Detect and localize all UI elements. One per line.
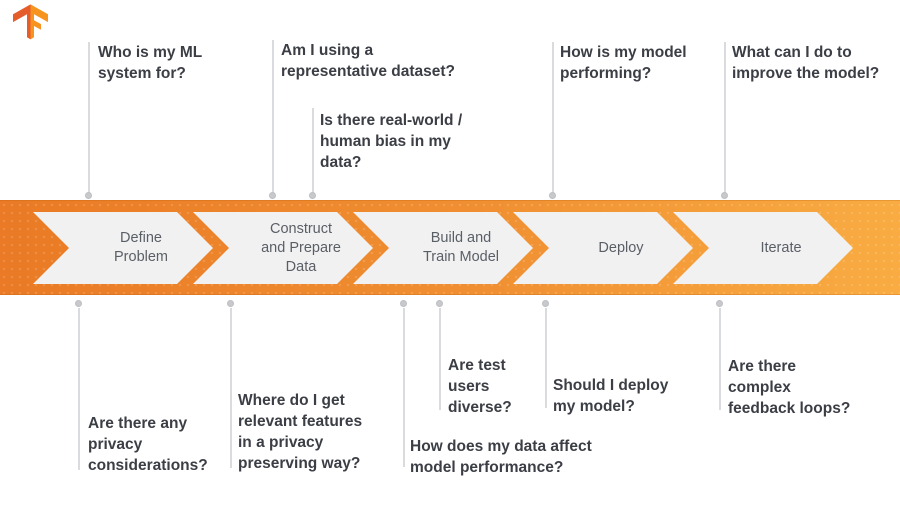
question-relevant-features: Where do I get relevant features in a pr… [238, 392, 363, 472]
stage-deploy: Deploy [513, 212, 695, 284]
stage-label: Build and Train Model [422, 230, 500, 265]
connector-dot [721, 192, 728, 199]
connector-dot [716, 300, 723, 307]
stage-label: Deploy [598, 239, 644, 256]
connector-line [552, 42, 554, 194]
connector-line [230, 308, 232, 468]
question-model-performing: How is my model performing? [560, 44, 687, 82]
stage-construct-prepare-data: Construct and Prepare Data [193, 212, 375, 284]
connector-line [312, 108, 314, 194]
question-data-affect-performance: How does my data affect model performanc… [410, 438, 592, 476]
question-real-world-bias: Is there real-world / human bias in my d… [320, 112, 463, 171]
connector-dot [542, 300, 549, 307]
question-who-is-system-for: Who is my ML system for? [98, 44, 203, 82]
connector-dot [400, 300, 407, 307]
connector-line [403, 308, 405, 467]
connector-dot [269, 192, 276, 199]
connector-line [439, 308, 441, 410]
stage-label: Iterate [760, 239, 802, 256]
question-feedback-loops: Are there complex feedback loops? [728, 358, 851, 417]
connector-dot [436, 300, 443, 307]
connector-line [78, 308, 80, 470]
connector-line [719, 308, 721, 410]
stage-iterate: Iterate [673, 212, 855, 284]
connector-dot [85, 192, 92, 199]
question-should-deploy: Should I deploy my model? [553, 377, 669, 415]
question-privacy-considerations: Are there any privacy considerations? [88, 415, 208, 474]
stage-label: Construct and Prepare Data [261, 220, 341, 275]
connector-line [272, 40, 274, 194]
question-improve-model: What can I do to improve the model? [732, 44, 880, 82]
connector-dot [75, 300, 82, 307]
connector-dot [549, 192, 556, 199]
connector-dot [227, 300, 234, 307]
stage-build-train-model: Build and Train Model [353, 212, 535, 284]
question-test-users-diverse: Are test users diverse? [448, 357, 512, 416]
connector-line [724, 42, 726, 194]
tensorflow-logo-icon [13, 4, 48, 40]
question-representative-dataset: Am I using a representative dataset? [281, 42, 456, 80]
connector-line [88, 42, 90, 194]
stage-label: Define Problem [114, 230, 168, 265]
connector-dot [309, 192, 316, 199]
connector-line [545, 308, 547, 408]
stage-define-problem: Define Problem [33, 212, 215, 284]
